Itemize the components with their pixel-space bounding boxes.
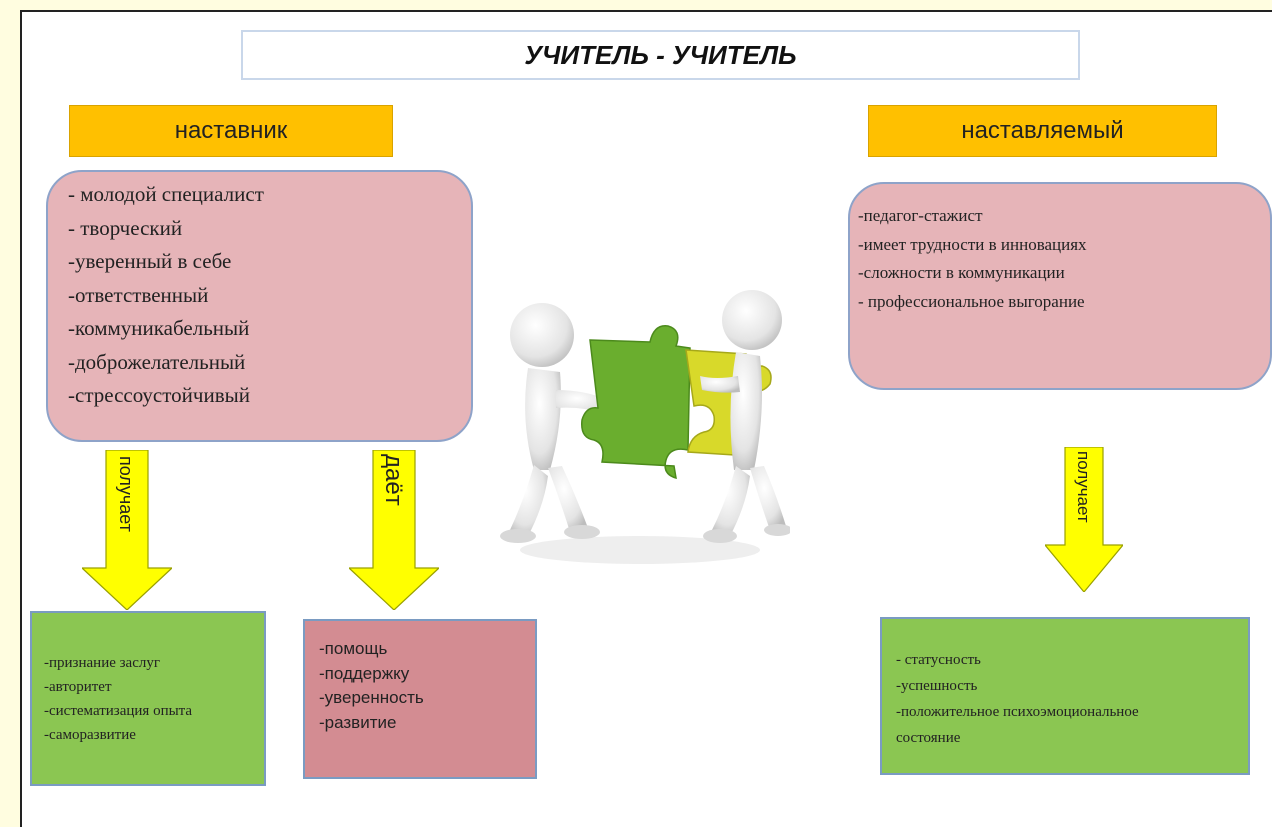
mentee-receives-box: - статусность -успешность -положительное…	[880, 617, 1250, 775]
result-item: -поддержку	[319, 663, 410, 683]
mentor-trait: - творческий	[68, 215, 183, 240]
down-arrow-icon	[347, 449, 441, 611]
result-item: -саморазвитие	[44, 727, 136, 743]
mentor-trait: -ответственный	[68, 282, 209, 307]
diagram-title: УЧИТЕЛЬ - УЧИТЕЛЬ	[241, 30, 1080, 80]
result-item: -положительное психоэмоциональное	[896, 704, 1139, 720]
result-item: -уверенность	[319, 688, 424, 707]
mentor-receives-label: получает	[116, 456, 136, 532]
result-item: -систематизация опыта	[44, 703, 193, 719]
puzzle-figures-illustration	[490, 280, 792, 580]
result-item: -развитие	[319, 712, 397, 732]
mentor-gives-box: -помощь -поддержку -уверенность -развити…	[303, 619, 537, 779]
mentor-trait: -уверенный в себе	[68, 249, 232, 273]
mentee-trait: - профессиональное выгорание	[858, 291, 1085, 311]
mentee-trait: -сложности в коммуникации	[858, 263, 1065, 282]
result-item: -успешность	[896, 678, 978, 694]
mentee-receives-arrow: получает	[1043, 446, 1125, 593]
mentee-receives-label: получает	[1074, 451, 1093, 523]
mentor-trait: -доброжелательный	[68, 349, 246, 374]
mentor-trait: -коммуникабельный	[68, 316, 250, 340]
result-item: - статусность	[896, 652, 981, 668]
mentor-receives-arrow: получает	[80, 449, 174, 611]
mentor-trait: -стрессоустойчивый	[68, 383, 250, 407]
mentee-label: наставляемый	[868, 105, 1217, 157]
down-arrow-icon	[1043, 446, 1125, 593]
mentor-receives-box: -признание заслуг -авторитет -систематиз…	[30, 611, 266, 786]
mentee-traits-box: -педагог-стажист -имеет трудности в инно…	[848, 182, 1272, 390]
mentor-gives-label: даёт	[380, 454, 407, 506]
result-item: -помощь	[319, 639, 388, 658]
mentor-gives-arrow: даёт	[347, 449, 441, 611]
result-item: -признание заслуг	[44, 655, 161, 671]
mentor-trait: - молодой специалист	[68, 182, 264, 206]
down-arrow-icon	[80, 449, 174, 611]
mentor-label: наставник	[69, 105, 393, 157]
result-item: состояние	[896, 730, 961, 746]
result-item: -авторитет	[44, 679, 112, 695]
mentee-trait: -педагог-стажист	[858, 206, 983, 225]
mentor-traits-box: - молодой специалист - творческий -увере…	[46, 170, 473, 442]
puzzle-figures-icon	[500, 290, 792, 564]
mentee-trait: -имеет трудности в инновациях	[858, 234, 1087, 254]
